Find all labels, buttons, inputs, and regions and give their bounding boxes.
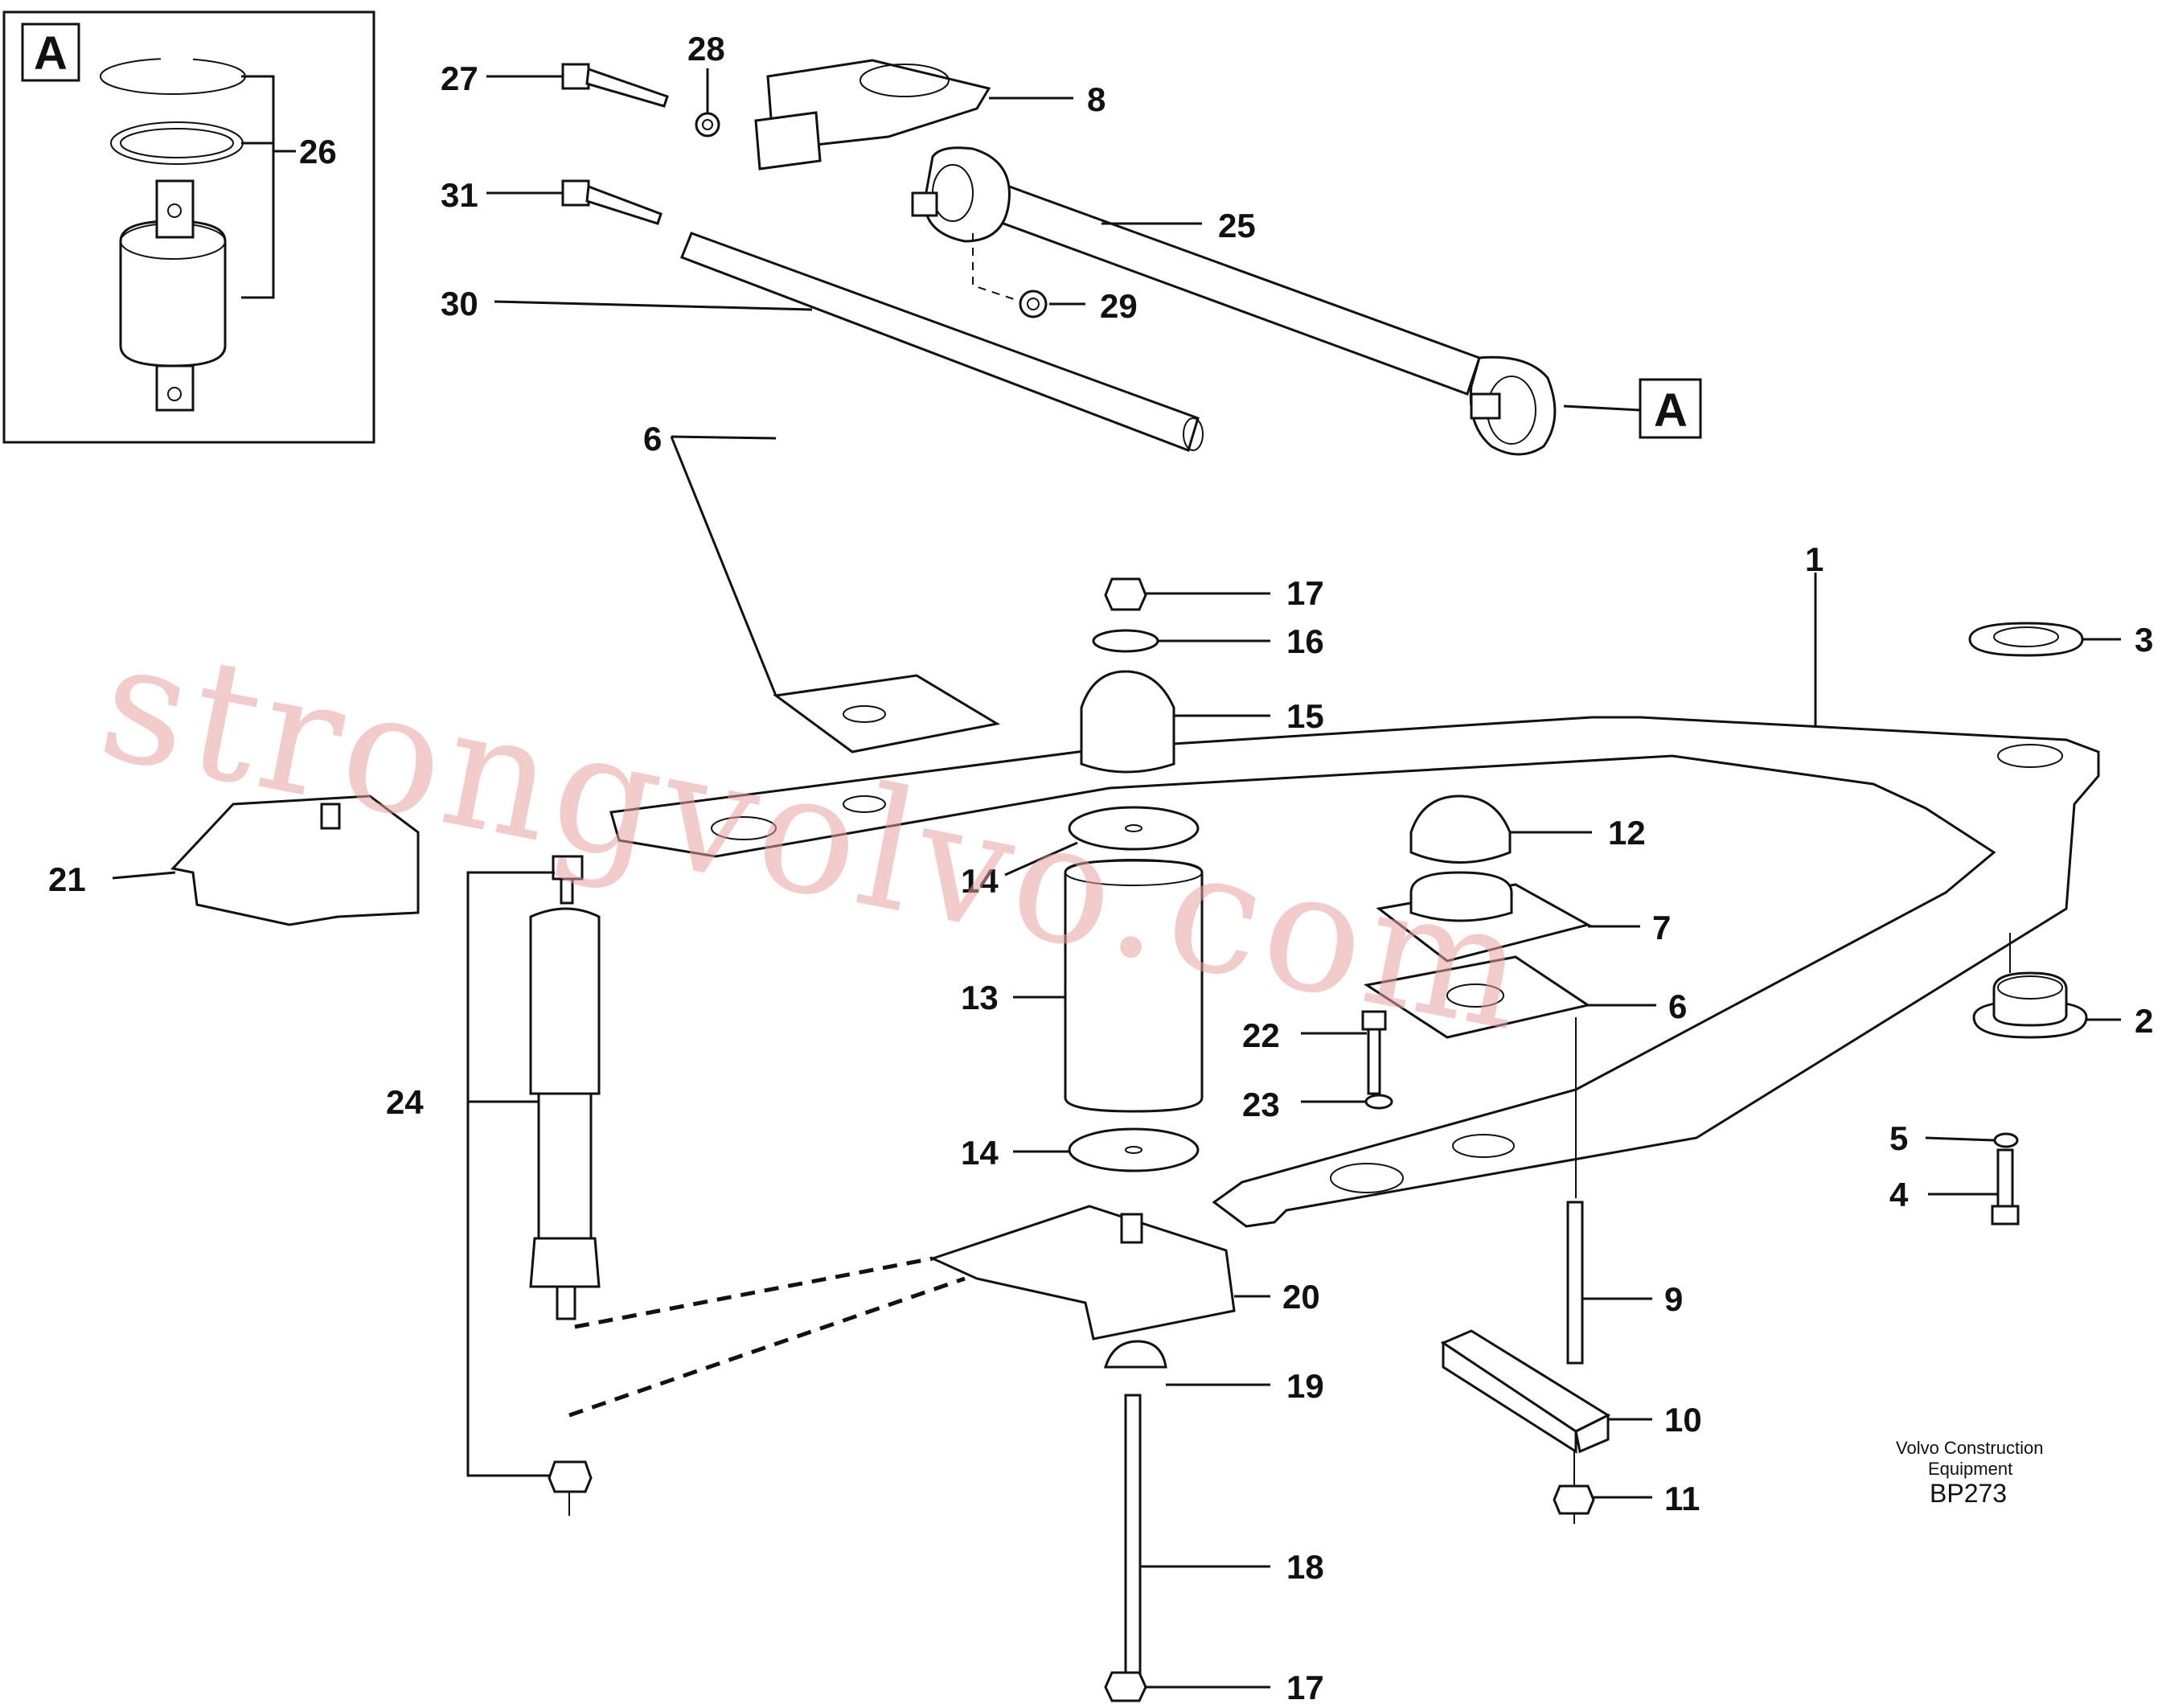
part-label-11: 11 (1664, 1480, 1700, 1517)
bolt-27 (561, 63, 669, 108)
bolt-22 (1361, 1010, 1387, 1095)
nut-29 (1019, 289, 1048, 318)
bracket-8 (754, 59, 991, 170)
part-label-9: 9 (1664, 1280, 1683, 1318)
nut-24-lower (548, 1460, 593, 1493)
rubber-mount-2 (1972, 971, 2088, 1039)
nut-17-bottom (1104, 1671, 1147, 1702)
part-label-19: 19 (1286, 1367, 1324, 1405)
part-label-1: 1 (1805, 540, 1823, 578)
part-label-17-top: 17 (1286, 574, 1324, 612)
nut-28 (695, 112, 720, 138)
part-label-3: 3 (2135, 621, 2153, 659)
nut-17-top (1104, 577, 1147, 611)
stud-9 (1566, 1201, 1584, 1365)
part-label-12: 12 (1608, 814, 1646, 852)
part-label-15: 15 (1286, 697, 1324, 735)
part-label-29: 29 (1100, 287, 1138, 325)
clamp-10 (1440, 1329, 1611, 1454)
part-label-14-top: 14 (961, 862, 999, 900)
part-label-24: 24 (386, 1083, 424, 1121)
rubber-spring-13 (1064, 859, 1204, 1113)
part-label-13: 13 (961, 979, 999, 1016)
part-label-4: 4 (1889, 1176, 1909, 1213)
part-label-14-bottom: 14 (961, 1134, 999, 1172)
plate-7 (1376, 871, 1592, 963)
credit-line-2: Equipment (1928, 1459, 2012, 1479)
credit-line-1: Volvo Construction (1896, 1438, 2043, 1458)
part-label-21: 21 (48, 860, 86, 898)
rod-30 (680, 232, 1200, 452)
part-label-27: 27 (441, 60, 478, 97)
washer-16 (1092, 629, 1159, 653)
part-label-31: 31 (441, 176, 478, 214)
shock-absorber-24 (529, 855, 601, 1320)
washer-14-top (1068, 806, 1200, 851)
part-label-17-bottom: 17 (1286, 1669, 1324, 1706)
part-label-8: 8 (1087, 80, 1106, 118)
part-label-22: 22 (1242, 1016, 1280, 1054)
part-label-25: 25 (1218, 207, 1256, 244)
nut-11 (1553, 1484, 1595, 1515)
drawing-code: BP273 (1930, 1479, 2007, 1508)
part-label-16: 16 (1286, 622, 1324, 660)
part-label-6-lower: 6 (1668, 987, 1687, 1025)
part-label-20: 20 (1282, 1278, 1320, 1316)
part-label-7: 7 (1652, 909, 1671, 946)
plate-6-upper (773, 674, 1001, 753)
part-label-2: 2 (2135, 1002, 2153, 1040)
bracket-21 (170, 794, 420, 926)
inset-a-label: A (34, 27, 68, 80)
washer-5 (1993, 1132, 2019, 1148)
cap-19 (1103, 1340, 1167, 1369)
part-label-30: 30 (441, 285, 478, 322)
washer-23 (1364, 1094, 1393, 1110)
stud-18 (1124, 1394, 1142, 1686)
part-label-18: 18 (1286, 1548, 1324, 1586)
part-label-23: 23 (1242, 1086, 1280, 1123)
part-label-28: 28 (687, 30, 725, 68)
bump-stop-15 (1080, 670, 1175, 774)
bolt-4 (1991, 1148, 2020, 1226)
snap-ring (100, 58, 246, 95)
detail-inset-a: A (2, 10, 375, 444)
washer-14-bottom (1068, 1127, 1200, 1172)
rubber-bushing (119, 179, 227, 412)
bracket-20 (929, 1205, 1236, 1341)
bump-stop-12 (1409, 794, 1512, 864)
subframe-1 (609, 716, 2100, 1228)
spring-seat-3 (1968, 622, 2084, 657)
torque-rod-25 (911, 146, 1557, 456)
part-label-26: 26 (299, 133, 337, 170)
part-label-10: 10 (1664, 1401, 1702, 1439)
callout-a-box (1639, 378, 1702, 439)
bolt-31 (561, 179, 663, 225)
part-label-6-top: 6 (643, 420, 662, 458)
part-label-5: 5 (1889, 1119, 1908, 1157)
callout-a-label: A (1654, 384, 1688, 437)
